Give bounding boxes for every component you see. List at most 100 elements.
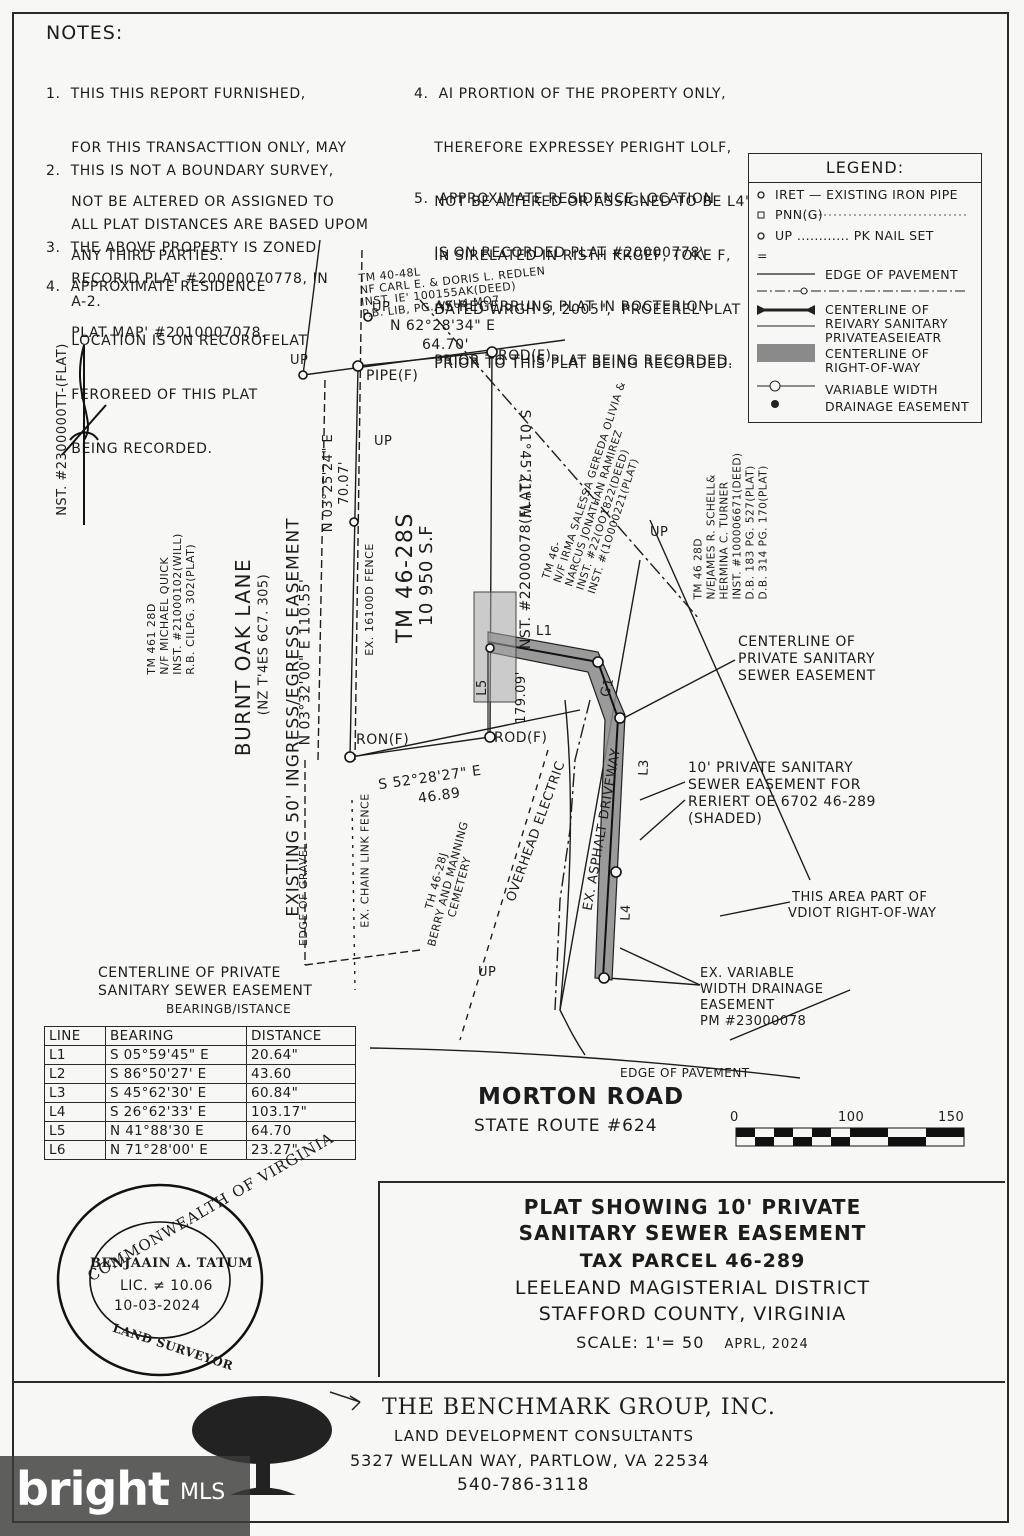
tm-right-owner: TM 46 28D N/EJAMES R. SCHELL& HERMINA C.…: [693, 452, 771, 599]
surveyor-seal-rings: [56, 1183, 264, 1377]
seal-date: 10-03-2024: [114, 1298, 201, 1314]
title-date: APRL, 2024: [724, 1337, 809, 1352]
company-footer: THE BENCHMARK GROUP, INC. LAND DEVELOPME…: [12, 1381, 1005, 1521]
tm-right-line: N/EJAMES R. SCHELL&: [705, 474, 718, 600]
title-scale-row: SCALE: 1'= 50 APRL, 2024: [380, 1333, 1005, 1352]
rod-found-label: ROD(F): [494, 730, 548, 746]
note-4: 4. APPROXIMATE RESIDENCE LOCATION IS ON …: [46, 242, 308, 476]
callout-line: CENTERLINE OF: [738, 634, 856, 650]
fence-label: EX. 16100D FENCE: [362, 543, 376, 656]
note-5: 5. APPROXIMATE RESIDENCE LOCATION IS ON …: [414, 154, 733, 388]
notes-heading: NOTES:: [46, 22, 124, 44]
note-4-line: 4. APPROXIMATE RESIDENCE: [46, 279, 267, 295]
note-2: 2. THIS IS NOT A BOUNDARY SURVEY, ALL PL…: [46, 126, 369, 360]
legend-row: CENTERLINE OF: [825, 302, 930, 317]
callout-line: SEWER EASEMENT FOR: [688, 777, 861, 793]
rod-found-label: ROD(F): [498, 348, 552, 364]
cell: S 26°62'33' E: [105, 1102, 247, 1122]
cell: 43.60: [246, 1064, 356, 1084]
edge-of-gravel-label: EDGE OF GRAVEL: [297, 842, 311, 947]
col-header: DISTANCE: [246, 1026, 356, 1046]
legend-row: CENTERLINE OF: [825, 346, 930, 361]
drainage-callout: EX. VARIABLE WIDTH DRAINAGE EASEMENT PM …: [700, 966, 823, 1030]
note-4b-line: DATED WRGH 3, 2005", PROEEREL PLAT: [414, 302, 741, 318]
easement-reference: (NZ T'4ES 6C7. 305): [256, 573, 272, 716]
tm-right-line: D.B. 183 PG. 527(PLAT): [744, 465, 757, 600]
legend-title: LEGEND:: [749, 158, 981, 183]
note-4b-line: PRIOR TO THIS PLAT BEING RECORDED.: [414, 356, 734, 372]
road-name-morton: MORTON ROAD: [478, 1084, 685, 1110]
caption-line: SANITARY SEWER EASEMENT: [98, 983, 313, 999]
note-4-line: LOCATION IS ON RECOROFELAT: [46, 333, 308, 349]
state-route: STATE ROUTE #624: [474, 1116, 658, 1136]
chain-link-fence-label: EX. CHAIN LINK FENCE: [358, 793, 372, 928]
callout-line: VDIOT RIGHT-OF-WAY: [788, 906, 937, 921]
shaded-easement-callout: 10' PRIVATE SANITARY SEWER EASEMENT FOR …: [688, 760, 876, 828]
tm-left-line: R.B. CILPG. 302(PLAT): [183, 543, 197, 675]
callout-line: RERIERT OE 6702 46-289: [688, 794, 876, 810]
note-3: 3. THE ABOVE PROPERTY IS ZONED A-2.: [46, 203, 317, 329]
tm-right-line: HERMINA C. TURNER: [718, 481, 731, 600]
title-scale: SCALE: 1'= 50: [576, 1333, 705, 1352]
seal-license: LIC. ≠ 10.06: [120, 1278, 213, 1294]
plat-sheet-border: [12, 12, 1009, 1523]
title-line-1: PLAT SHOWING 10' PRIVATE: [523, 1195, 862, 1219]
tm-left-line: N/F MICHAEL QUICK: [157, 556, 171, 675]
note-2-line: ALL PLAT DISTANCES ARE BASED UPOM: [46, 217, 369, 233]
line-l4-label: L4: [618, 903, 635, 922]
parcel-id: TM 46-28S: [392, 512, 418, 643]
note-5-line: 5. APPROXIMATE RESIDENCE LOCATION: [414, 191, 715, 207]
distance-179: 179.09': [513, 671, 529, 724]
road-name-burnt-oak: BURNT OAK LANE: [231, 557, 256, 757]
legend-row: IRET — EXISTING IRON PIPE: [775, 187, 958, 202]
title-line-2: SANITARY SEWER EASEMENT: [518, 1221, 867, 1245]
caption-line: BEARINGB/ISTANCE: [166, 1002, 292, 1016]
tm-right-line: INST. #100006671(DEED): [731, 452, 744, 600]
callout-line: SEWER EASEMENT: [738, 668, 876, 684]
title-line-5: STAFFORD COUNTY, VIRGINIA: [538, 1303, 847, 1325]
line-l5-label: L5: [474, 679, 490, 696]
parcel-instrument: NST. #22000078(FLAT): [518, 476, 535, 650]
legend-row: VARIABLE WIDTH: [825, 382, 938, 397]
table-header-row: LINE BEARING DISTANCE: [44, 1026, 356, 1046]
legend-row: EDGE OF PAVEMENT: [825, 267, 959, 282]
bearing-table-caption: CENTERLINE OF PRIVATE SANITARY SEWER EAS…: [98, 964, 312, 1018]
title-line-3: TAX PARCEL 46-289: [579, 1250, 806, 1272]
col-header: BEARING: [105, 1026, 247, 1046]
title-block: PLAT SHOWING 10' PRIVATE SANITARY SEWER …: [378, 1181, 1005, 1377]
note-4b-line: THEREFORE EXPRESSEY PERIGHT LOLF,: [414, 140, 732, 156]
note-5-line: PRIOR TO THIS PLAT BEING RECORDED.: [414, 353, 734, 369]
note-4b-line: IN SIRELATED IN RISTH KRGEF, TOKE F,: [414, 248, 732, 264]
watermark-brand: bright: [16, 1462, 170, 1516]
up-label: UP: [372, 300, 391, 315]
tm-left-line: INST. #21000102(WILL): [170, 533, 184, 675]
tm-left-line: TM 461 28D: [144, 603, 158, 675]
company-name: THE BENCHMARK GROUP, INC.: [382, 1395, 776, 1420]
company-tagline: LAND DEVELOPMENT CONSULTANTS: [394, 1427, 694, 1445]
cell: S 45°62'30' E: [105, 1083, 247, 1103]
arrow-icon: [329, 1391, 361, 1411]
note-4b-line: NOT BE ALTERED OR ASSIGNED TO BE L4": [414, 194, 752, 210]
company-phone: 540-786-3118: [457, 1475, 590, 1495]
cell: L5: [44, 1121, 106, 1141]
cell: L6: [44, 1140, 106, 1160]
cell: 23.27": [246, 1140, 356, 1160]
cell: N 71°28'00' E: [105, 1140, 247, 1160]
bearing-left-upper: N 03°25'24" E 70.07': [321, 434, 353, 532]
callout-line: PM #23000078: [700, 1014, 807, 1029]
scale-label-0: 0: [730, 1110, 739, 1125]
line-l1-label: L1: [536, 624, 553, 639]
cell: L3: [44, 1083, 106, 1103]
up-label: UP: [650, 525, 669, 540]
note-2-line: PLAT MAP' #2010007078.: [46, 325, 267, 341]
company-address: 5327 WELLAN WAY, PARTLOW, VA 22534: [350, 1451, 710, 1470]
cell: 20.64": [246, 1045, 356, 1065]
bright-mls-watermark: bright MLS: [0, 1456, 250, 1536]
ron-found-label: RON(F): [356, 732, 410, 748]
legend-row: DRAINAGE EASEMENT: [825, 399, 970, 414]
